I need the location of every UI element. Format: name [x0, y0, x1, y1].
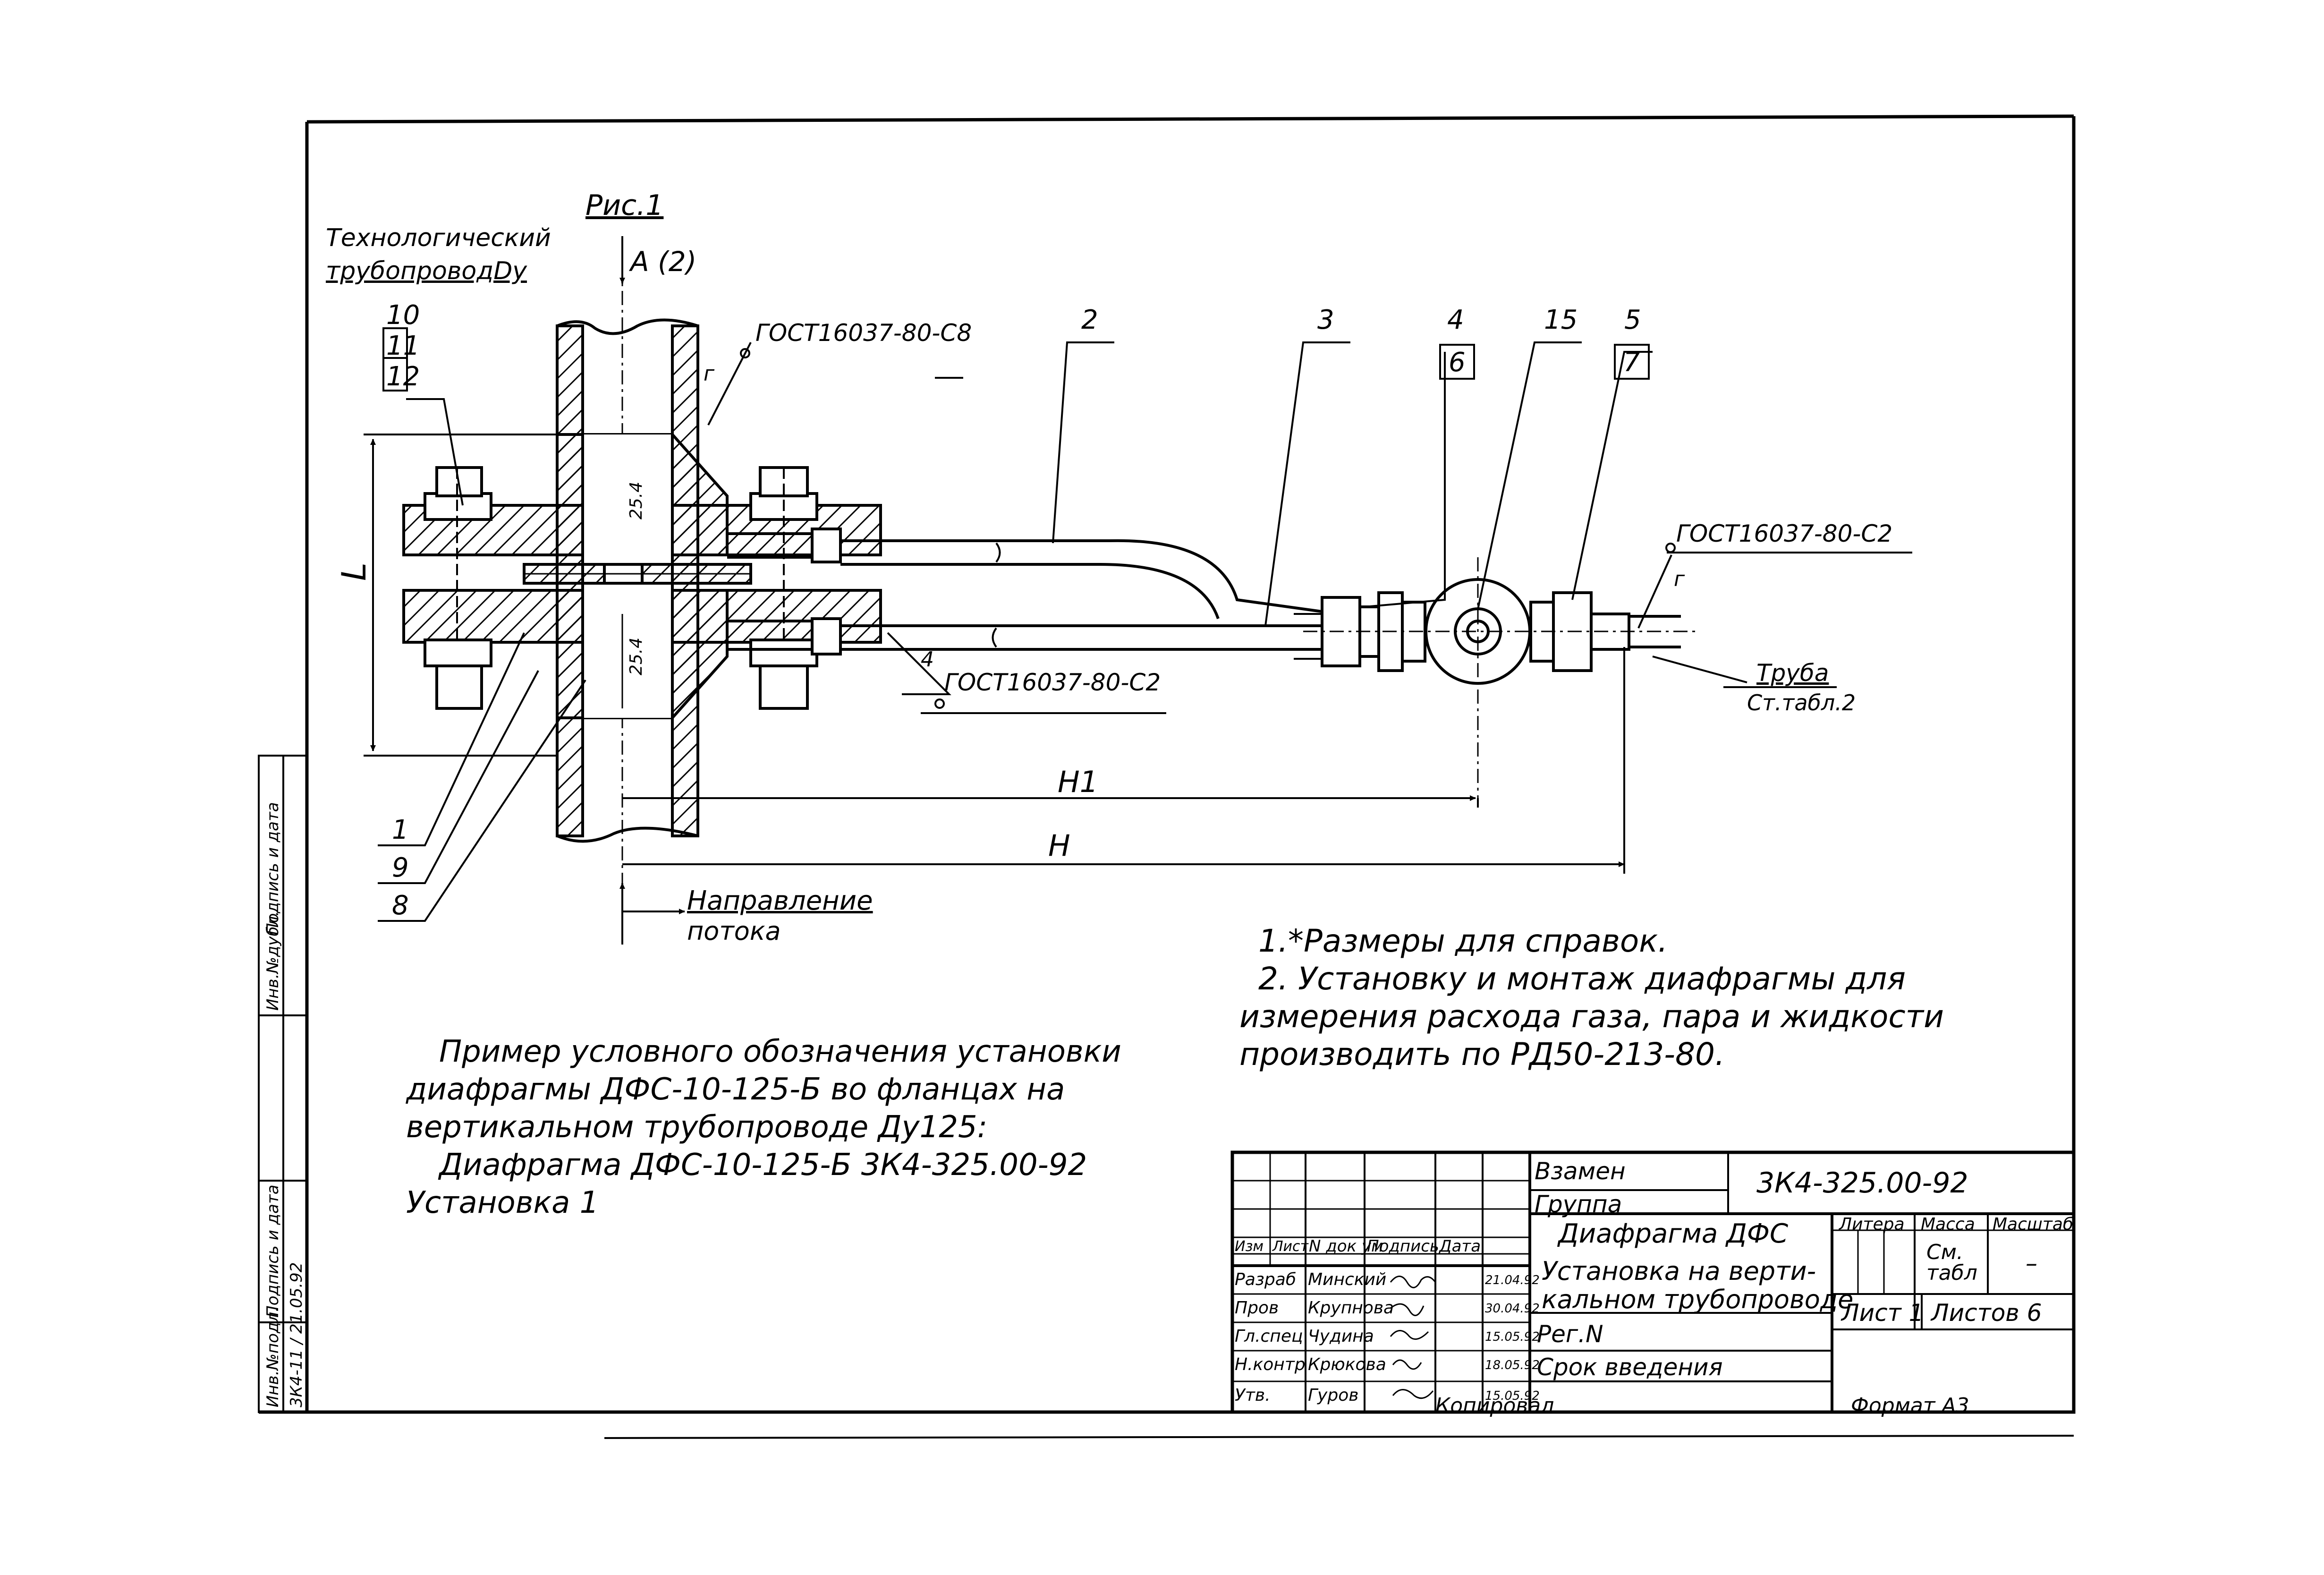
pipe-label-line1: Труба [1756, 659, 1829, 687]
note-2: 2. Установку и монтаж диафрагмы для [1258, 961, 1906, 997]
figure-title: Рис.1 [585, 189, 664, 222]
pipeline-label-line2: трубопроводDy [326, 257, 527, 285]
title-block-vzamen: Взамен [1535, 1158, 1626, 1185]
document-name-line3: кальном трубопроводе [1542, 1285, 1854, 1314]
flow-direction-line1: Направление [687, 885, 873, 916]
row-developer-date: 21.04.92 [1485, 1273, 1540, 1287]
flange-assembly [402, 433, 882, 719]
example-line4: Диафрагма ДФС-10-125-Б 3К4-325.00-92 [439, 1148, 1087, 1183]
copied-by-label: Копировал [1435, 1394, 1554, 1418]
title-block-reg: Рег.N [1537, 1320, 1603, 1348]
weld-mark-right: г [1674, 567, 1685, 591]
title-block-masshtab: Масштаб [1993, 1215, 2074, 1234]
row-normcontrol-name: Крюкова [1308, 1355, 1386, 1374]
dimension-lines [364, 236, 1625, 945]
signature-checker [1390, 1303, 1425, 1316]
note-2-line2: измерения расхода газа, пара и жидкости [1239, 998, 1944, 1035]
row-approver-date: 15.05.92 [1485, 1389, 1540, 1403]
position-12: 12 [386, 361, 420, 392]
header-izm: Изм [1235, 1238, 1264, 1255]
side-stamp-frame [258, 755, 308, 1413]
row-normcontrol-role: Н.контр [1235, 1355, 1306, 1374]
document-name-line2: Установка на верти- [1542, 1256, 1816, 1286]
signature-normcontrol [1392, 1359, 1422, 1370]
row-normcontrol-date: 18.05.92 [1485, 1358, 1540, 1372]
view-label: А (2) [630, 246, 697, 278]
row-checker-date: 30.04.92 [1485, 1302, 1540, 1316]
signature-developer [1390, 1276, 1436, 1288]
header-data: Дата [1439, 1237, 1481, 1256]
title-block-sheet: Лист 1 [1841, 1299, 1924, 1327]
note-2-line3: производить по РД50-213-80. [1239, 1036, 1725, 1073]
header-list: Лист [1272, 1238, 1309, 1255]
row-approver-role: Утв. [1235, 1386, 1271, 1405]
format-label: Формат А3 [1851, 1394, 1969, 1418]
row-developer-name: Минский [1308, 1270, 1387, 1289]
header-ndok: N док ум [1309, 1237, 1383, 1256]
signature-chief [1390, 1330, 1429, 1340]
title-block-massa-value: См. табл [1926, 1240, 1977, 1285]
position-8: 8 [392, 890, 409, 921]
pipe-label-line2: Ст.табл.2 [1747, 690, 1856, 715]
row-chief-role: Гл.спец [1235, 1327, 1303, 1346]
weld-spec-top: ГОСТ16037-80-С8 [755, 319, 972, 347]
title-block-masshtab-value: – [2026, 1250, 2037, 1277]
position-15: 15 [1544, 305, 1578, 335]
position-7: 7 [1623, 347, 1640, 378]
title-block-srok: Срок введения [1537, 1354, 1723, 1381]
signature-approver [1392, 1389, 1434, 1399]
position-4: 4 [1447, 305, 1464, 335]
position-3: 3 [1317, 305, 1334, 335]
position-6: 6 [1449, 347, 1466, 378]
title-block-litera: Литера [1839, 1215, 1905, 1234]
title-block-sheets: Листов 6 [1931, 1299, 2042, 1327]
position-2: 2 [1081, 305, 1098, 335]
title-block-grid [1230, 1150, 2076, 1414]
document-name-line1: Диафрагма ДФС [1558, 1218, 1789, 1249]
position-1: 1 [392, 815, 409, 845]
row-checker-name: Крупнова [1308, 1298, 1394, 1318]
pipeline-label-line1: Технологический [326, 224, 551, 252]
position-11: 11 [386, 331, 420, 361]
leader-lines [378, 327, 1912, 922]
position-10: 10 [386, 300, 420, 331]
weld-spec-right: ГОСТ16037-80-С2 [1676, 520, 1893, 547]
example-line5: Установка 1 [406, 1185, 599, 1220]
row-developer-role: Разраб [1235, 1270, 1297, 1289]
example-line2: диафрагмы ДФС-10-125-Б во фланцах на [406, 1072, 1065, 1107]
row-chief-date: 15.05.92 [1485, 1330, 1540, 1344]
dimension-H: H [1048, 828, 1070, 863]
dimension-H1: H1 [1058, 765, 1099, 799]
impulse-lines [727, 528, 1700, 803]
title-block-massa: Масса [1921, 1215, 1975, 1234]
weld-spec-bottom: ГОСТ16037-80-С2 [944, 669, 1161, 696]
row-approver-name: Гуров [1308, 1386, 1359, 1405]
example-line3: вертикальном трубопроводе Ду125: [406, 1110, 988, 1145]
weld-leg: 4 [921, 647, 934, 672]
document-code: 3К4-325.00-92 [1756, 1166, 1968, 1200]
header-podpis: Подпись [1367, 1237, 1439, 1256]
position-5: 5 [1624, 305, 1641, 335]
example-line1: Пример условного обозначения установки [439, 1034, 1121, 1069]
note-1: 1.*Размеры для справок. [1258, 923, 1668, 959]
row-chief-name: Чудина [1308, 1327, 1374, 1346]
row-checker-role: Пров [1235, 1298, 1279, 1318]
weld-mark-top: г [704, 362, 715, 386]
flow-direction-line2: потока [687, 916, 781, 946]
position-9: 9 [392, 852, 409, 883]
title-block-gruppa: Группа [1535, 1191, 1622, 1218]
